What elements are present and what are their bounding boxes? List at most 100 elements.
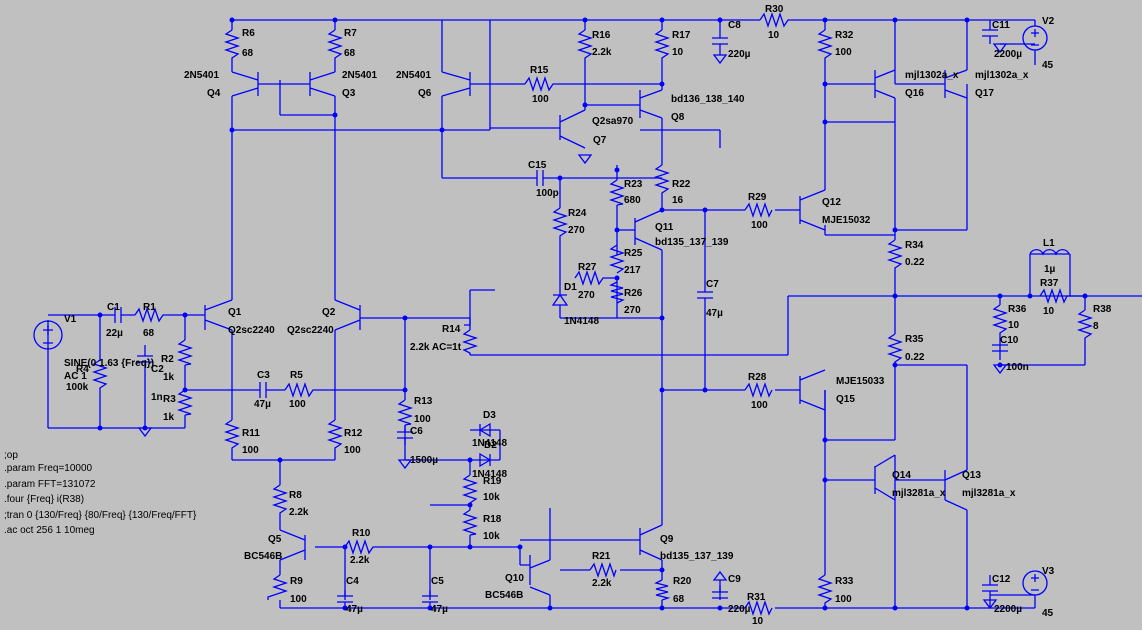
label-c4-value: 47µ bbox=[346, 604, 363, 615]
label-q5-model: BC546B bbox=[244, 551, 282, 562]
l1-symbol bbox=[1029, 248, 1070, 256]
label-q14-ref: Q14 bbox=[892, 470, 911, 481]
label-r6-value: 68 bbox=[242, 48, 254, 59]
r20-symbol bbox=[654, 579, 671, 601]
q11-symbol bbox=[634, 209, 663, 251]
label-r21-ref: R21 bbox=[592, 551, 611, 562]
ground-symbols bbox=[137, 43, 1008, 610]
label-q12-ref: Q12 bbox=[822, 197, 841, 208]
d2-symbol bbox=[479, 452, 492, 468]
label-c2-value: 1n bbox=[151, 392, 163, 403]
q1-symbol bbox=[204, 299, 233, 331]
label-r11-ref: R11 bbox=[242, 428, 260, 439]
label-r20-ref: R20 bbox=[673, 576, 692, 587]
label-q4-ref: Q4 bbox=[207, 88, 221, 99]
r30-symbol bbox=[759, 11, 790, 29]
label-r16-value: 2.2k bbox=[592, 47, 612, 58]
directive-param-fft: .param FFT=131072 bbox=[4, 479, 96, 490]
r28-symbol bbox=[744, 381, 773, 399]
label-r30-ref: R30 bbox=[765, 4, 784, 15]
r13-symbol bbox=[396, 399, 414, 426]
c11-symbol bbox=[982, 20, 1035, 45]
r11-symbol bbox=[223, 419, 241, 455]
label-r12-value: 100 bbox=[344, 445, 361, 456]
q8-symbol bbox=[585, 89, 663, 119]
v1-symbol bbox=[33, 320, 63, 350]
label-r38-value: 8 bbox=[1093, 321, 1099, 332]
label-r17-ref: R17 bbox=[672, 30, 691, 41]
label-r24-value: 270 bbox=[568, 225, 585, 236]
label-d3-ref: D3 bbox=[483, 410, 496, 421]
r1-symbol bbox=[134, 306, 165, 324]
label-r26-value: 270 bbox=[624, 305, 641, 316]
label-d1-ref: D1 bbox=[564, 282, 577, 293]
q4-symbol bbox=[231, 71, 280, 97]
r22-symbol bbox=[653, 164, 671, 195]
r23-symbol bbox=[608, 179, 626, 206]
label-r13-value: 100 bbox=[414, 414, 431, 425]
label-r15-value: 100 bbox=[532, 94, 549, 105]
r7-symbol bbox=[326, 29, 344, 62]
label-c7-value: 47µ bbox=[706, 308, 723, 319]
label-r23-ref: R23 bbox=[624, 179, 643, 190]
label-c1-ref: C1 bbox=[107, 302, 120, 313]
spice-directives: ;op .param Freq=10000 .param FFT=131072 … bbox=[4, 450, 197, 536]
label-r15-ref: R15 bbox=[530, 65, 549, 76]
label-q9-model: bd135_137_139 bbox=[660, 551, 734, 562]
r33-symbol bbox=[816, 574, 834, 605]
c5-symbol bbox=[422, 590, 438, 608]
r2-symbol bbox=[176, 339, 194, 366]
directive-param-freq: .param Freq=10000 bbox=[4, 463, 93, 474]
label-c10-ref: C10 bbox=[1000, 335, 1019, 346]
label-r30-value: 10 bbox=[768, 30, 780, 41]
q9-symbol bbox=[639, 524, 663, 561]
label-r10-value: 2.2k bbox=[350, 555, 370, 566]
label-q8-ref: Q8 bbox=[671, 112, 685, 123]
r38-symbol bbox=[1076, 309, 1094, 340]
label-q17-model: mjl1302a_x bbox=[975, 70, 1029, 81]
label-c4-ref: C4 bbox=[346, 576, 359, 587]
r18-symbol bbox=[461, 509, 479, 536]
label-r18-value: 10k bbox=[483, 531, 500, 542]
r34-symbol bbox=[886, 239, 904, 270]
c8-symbol bbox=[712, 30, 728, 55]
label-r34-ref: R34 bbox=[905, 240, 924, 251]
v3-symbol bbox=[1022, 570, 1048, 596]
r3-symbol bbox=[176, 389, 194, 416]
r5-symbol bbox=[284, 381, 315, 399]
label-l1-ref: L1 bbox=[1043, 238, 1055, 249]
r14-symbol bbox=[461, 290, 479, 355]
label-q10-ref: Q10 bbox=[505, 573, 524, 584]
label-r8-value: 2.2k bbox=[289, 507, 309, 518]
directive-op: ;op bbox=[4, 450, 18, 461]
label-d2-ref: D2 bbox=[484, 440, 497, 451]
label-r38-ref: R38 bbox=[1093, 304, 1112, 315]
label-r2-value: 1k bbox=[163, 372, 175, 383]
label-r37-value: 10 bbox=[1043, 306, 1055, 317]
label-r8-ref: R8 bbox=[289, 490, 302, 501]
q3-symbol bbox=[280, 71, 336, 97]
label-r6-ref: R6 bbox=[242, 28, 255, 39]
label-q5-ref: Q5 bbox=[268, 534, 282, 545]
label-r9-value: 100 bbox=[290, 594, 307, 605]
c6-symbol bbox=[397, 425, 413, 445]
label-r37-ref: R37 bbox=[1040, 278, 1059, 289]
label-q3-model: 2N5401 bbox=[342, 70, 377, 81]
label-r9-ref: R9 bbox=[290, 576, 303, 587]
label-c11-ref: C11 bbox=[992, 20, 1010, 31]
label-c6-value: 1500µ bbox=[410, 455, 438, 466]
label-q3-ref: Q3 bbox=[342, 88, 356, 99]
label-r5-ref: R5 bbox=[290, 370, 303, 381]
label-l1-value: 1µ bbox=[1044, 264, 1056, 275]
q16-symbol bbox=[874, 69, 896, 99]
label-c1-value: 22µ bbox=[106, 328, 123, 339]
r25-symbol bbox=[608, 244, 626, 274]
label-q7-ref: Q7 bbox=[593, 135, 607, 146]
c4-symbol bbox=[337, 590, 353, 608]
label-v1-value: SINE(0 1.63 {Freq}) bbox=[64, 358, 154, 369]
label-c15-value: 100p bbox=[536, 188, 559, 199]
label-r32-ref: R32 bbox=[835, 30, 854, 41]
label-q9-ref: Q9 bbox=[660, 534, 674, 545]
q15-symbol bbox=[799, 369, 826, 440]
